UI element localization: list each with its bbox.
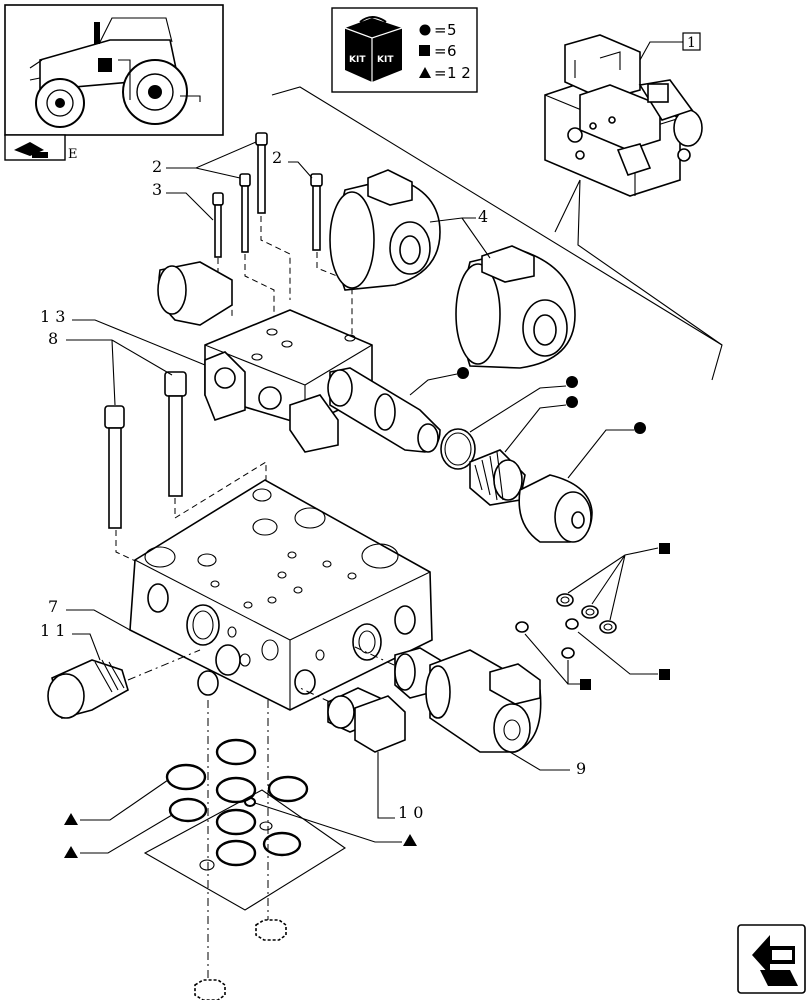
triangle-marker-icon [64,813,78,825]
zoom-guide-line [554,179,723,346]
kit-label-right: KIT [377,55,394,65]
triangle-marker-icon [403,834,417,846]
callout-2a[interactable]: 2 [152,141,257,179]
callout-10[interactable]: 1 0 [377,752,423,822]
kit-box-icon: KIT KIT [344,16,403,82]
kit-circle-marker-3[interactable] [504,396,578,453]
callout-2b[interactable]: 2 [272,148,313,179]
screw-set-top [212,132,353,340]
callout-8[interactable]: 8 [48,329,173,406]
svg-text:9: 9 [576,759,586,778]
circle-marker-icon [566,396,578,408]
square-marker-icon [659,543,670,554]
kit-circle-marker-4[interactable] [567,422,646,479]
circle-marker-icon [419,24,431,36]
svg-text:1 3: 1 3 [40,307,65,326]
circle-marker-icon [634,422,646,434]
callout-13[interactable]: 1 3 [40,307,206,366]
zoom-guide-line [271,86,723,381]
kit-label-left: KIT [349,55,366,65]
square-equals: = [434,42,447,60]
coil-cap [518,474,593,543]
circle-count: 5 [447,21,457,39]
o-ring-set [165,738,309,871]
assembled-valve-illustration [544,34,703,197]
solenoid-cartridge [354,646,542,753]
small-seals [515,593,617,659]
tractor-thumbnail[interactable]: E [4,4,224,162]
kit-triangle-marker-2[interactable] [64,814,173,858]
svg-text:3: 3 [152,180,162,199]
kit-circle-marker-2[interactable] [469,376,578,433]
manifold-block [129,479,433,711]
svg-text:2: 2 [272,148,282,167]
valve-cartridge-body [157,261,441,453]
callout-1[interactable]: 1 [639,32,701,61]
svg-text:4: 4 [478,207,488,226]
svg-text:1 0: 1 0 [398,803,423,822]
circle-marker-icon [457,367,469,379]
long-screws [104,371,267,596]
svg-text:2: 2 [152,157,162,176]
svg-text:1 1: 1 1 [40,621,65,640]
svg-text:8: 8 [48,329,58,348]
triangle-marker-icon [64,846,78,858]
svg-text:7: 7 [48,597,58,616]
callout-4[interactable]: 4 [429,207,491,259]
triangle-marker-icon [419,67,431,78]
navigation-arrow-icon[interactable] [737,924,806,994]
kit-legend: KIT KIT = 5 = 6 = 1 2 [331,7,478,93]
kit-square-marker-2[interactable] [577,631,670,680]
kit-triangle-marker-1[interactable] [64,779,169,825]
plug-fitting [47,649,201,719]
square-marker-icon [659,669,670,680]
square-marker-icon [419,45,430,56]
callout-7[interactable]: 7 [48,597,131,631]
square-marker-icon [580,679,591,690]
section-letter: E [68,147,78,162]
o-ring-seal [440,428,476,470]
triangle-equals: = [434,64,447,82]
gasket-plate [143,789,346,911]
callout-11[interactable]: 1 1 [40,621,101,661]
kit-square-marker-1[interactable] [567,543,670,621]
kit-square-marker-3[interactable] [524,633,591,690]
kit-circle-marker-1[interactable] [409,367,469,396]
pressure-fitting [299,687,406,753]
circle-marker-icon [566,376,578,388]
tractor-illustration [29,17,201,128]
svg-text:1: 1 [687,35,696,51]
triangle-count: 1 2 [447,64,471,82]
thumbnail-nav-icon[interactable] [4,134,66,161]
square-count: 6 [447,42,457,60]
location-marker-icon [98,58,112,72]
kit-triangle-marker-3[interactable] [254,802,417,846]
nuts-bottom [194,700,287,1000]
callout-9[interactable]: 9 [509,751,586,778]
circle-equals: = [434,21,447,39]
solenoid-coil-lower [455,245,576,369]
coil-nut [469,449,526,506]
callout-3[interactable]: 3 [152,180,214,221]
solenoid-coil-upper [329,169,441,291]
